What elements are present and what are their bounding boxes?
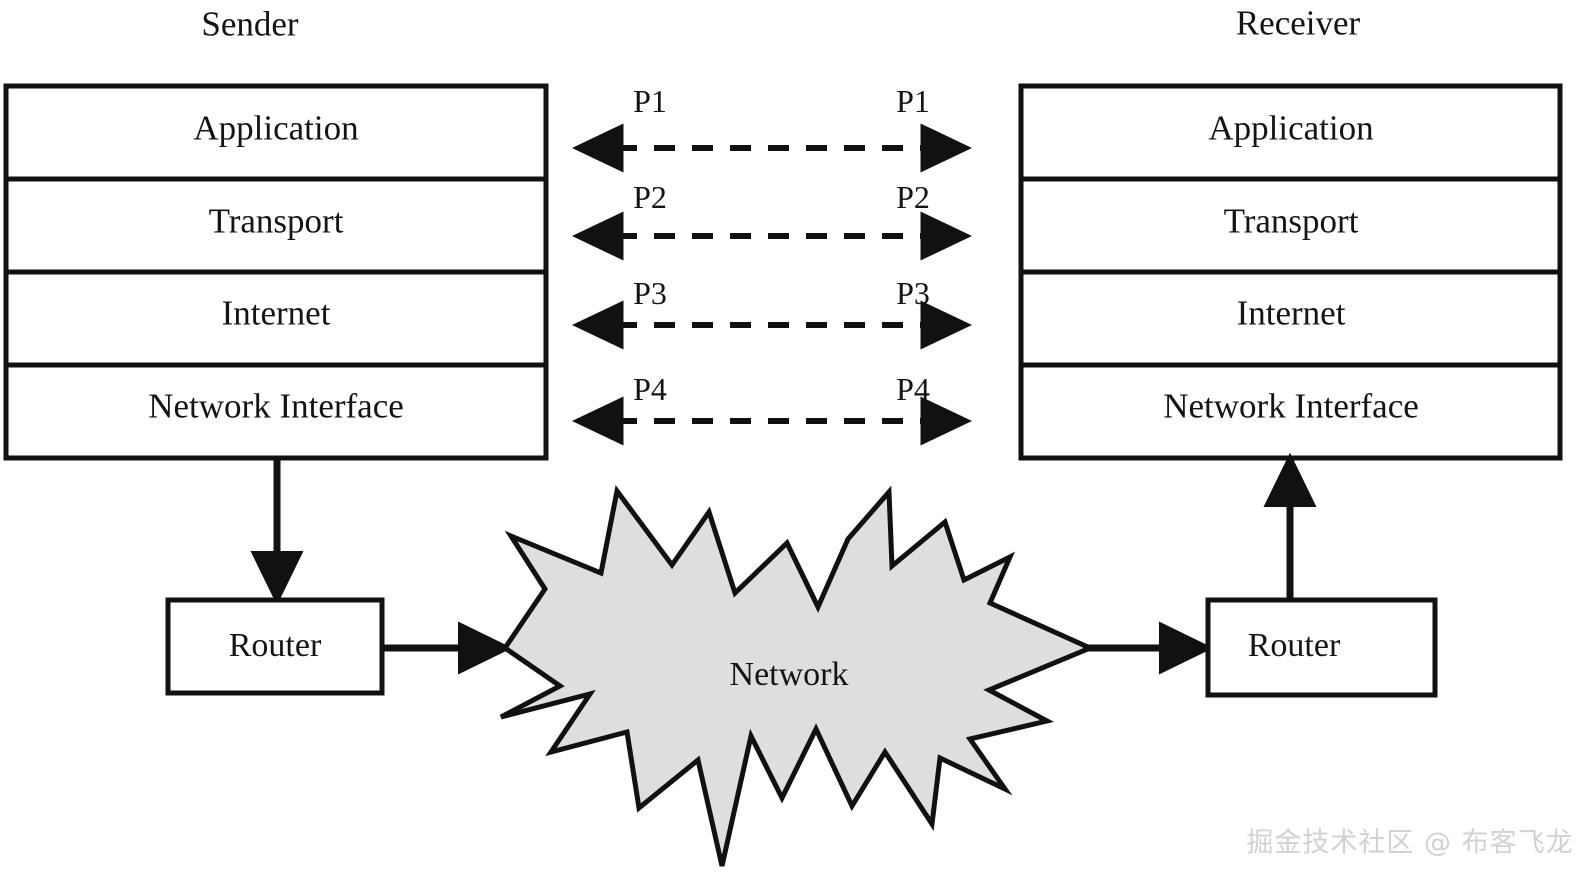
peer-label-p3-left: P3 bbox=[633, 275, 667, 311]
sender-layer-application: Application bbox=[193, 108, 359, 148]
receiver-layer-network-interface: Network Interface bbox=[1163, 386, 1419, 426]
peer-label-p2-left: P2 bbox=[633, 179, 667, 215]
receiver-title: Receiver bbox=[1235, 3, 1361, 43]
sender-layer-transport: Transport bbox=[208, 201, 344, 241]
network-label: Network bbox=[729, 656, 849, 693]
sender-stack-outline bbox=[3, 83, 549, 461]
sender-title: Sender bbox=[201, 4, 299, 44]
peer-label-p1-left: P1 bbox=[633, 83, 667, 119]
peer-label-p3-right: P3 bbox=[896, 275, 930, 311]
peer-label-p2-right: P2 bbox=[896, 179, 930, 215]
peer-label-p1-right: P1 bbox=[896, 83, 930, 119]
watermark: 掘金技术社区 @ 布客飞龙 bbox=[1246, 827, 1574, 859]
network-starburst bbox=[499, 484, 1097, 867]
peer-label-p4-left: P4 bbox=[633, 371, 667, 407]
receiver-layer-internet: Internet bbox=[1236, 293, 1346, 333]
router-left-label: Router bbox=[228, 627, 322, 664]
receiver-stack-outline bbox=[1018, 83, 1563, 461]
peer-link-arrows bbox=[572, 123, 973, 446]
router-right-label: Router bbox=[1247, 627, 1341, 664]
router-right-box bbox=[1205, 597, 1438, 698]
sender-layer-network-interface: Network Interface bbox=[148, 386, 404, 426]
peer-label-p4-right: P4 bbox=[896, 371, 930, 407]
receiver-layer-application: Application bbox=[1208, 108, 1374, 148]
sender-layer-internet: Internet bbox=[221, 293, 331, 333]
receiver-layer-transport: Transport bbox=[1223, 201, 1359, 241]
